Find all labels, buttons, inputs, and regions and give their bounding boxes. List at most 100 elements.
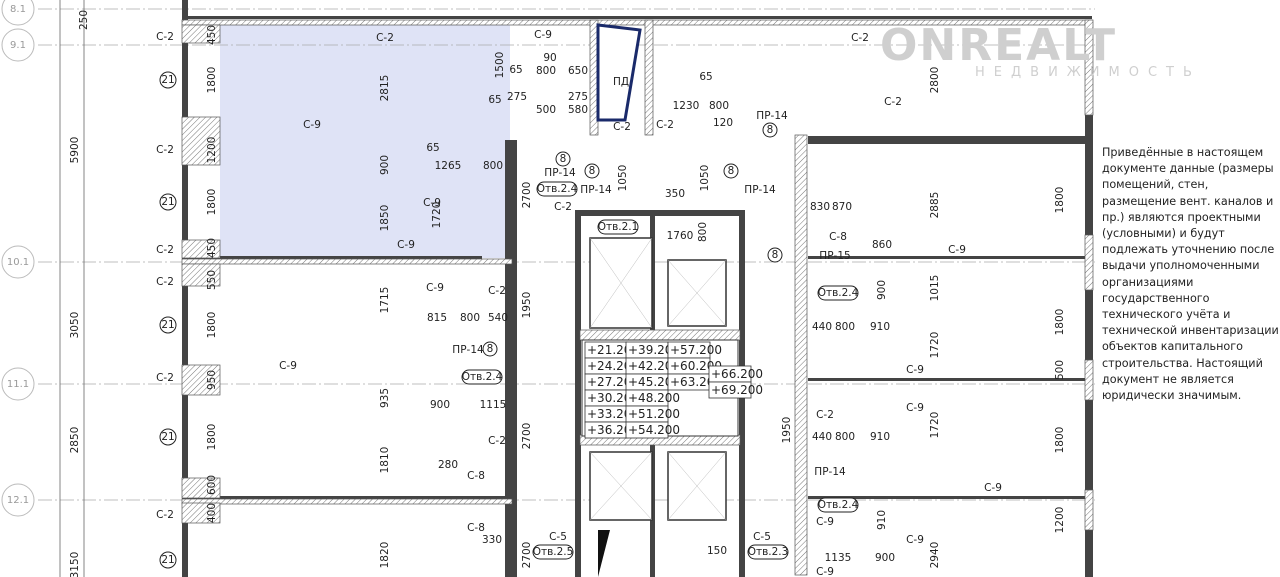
axis-marker: [1, 367, 35, 401]
hatched-wall: [181, 24, 221, 44]
dimension-horizontal: 860: [872, 239, 892, 251]
room-number-circle: [159, 193, 177, 211]
dimension-vertical: 1800: [1054, 427, 1066, 454]
wall-tag: С-2: [816, 409, 834, 421]
dimension-horizontal: 800: [536, 65, 556, 77]
wall: [182, 256, 482, 259]
dimension-horizontal: 150: [707, 545, 727, 557]
dimension-horizontal: 830: [810, 201, 830, 213]
wall: [505, 140, 517, 577]
dimension-horizontal: 440: [812, 431, 832, 443]
shaft-tag: Отв.2.3: [748, 546, 789, 558]
vent-shaft: [596, 23, 642, 122]
hatched-wall: [1084, 234, 1094, 291]
wall-tag: С-9: [906, 364, 924, 376]
room-number: 21: [161, 196, 174, 208]
dimension-horizontal: 900: [875, 552, 895, 564]
wall-tag: С-9: [906, 402, 924, 414]
section-mark: [555, 151, 571, 167]
wall: [808, 378, 1088, 381]
dimension-vertical: 2815: [379, 75, 391, 102]
wall-tag: С-9: [534, 29, 552, 41]
wall: [808, 496, 1088, 499]
dimension-vertical: 900: [379, 155, 391, 175]
dimension-vertical: 2885: [929, 192, 941, 219]
wall-tag: С-2: [156, 509, 174, 521]
highlighted-room[interactable]: [220, 25, 510, 258]
dimension-horizontal: 350: [665, 188, 685, 200]
axis-marker: [1, 28, 35, 62]
floor-cell: [625, 421, 669, 439]
hatched-wall: [794, 134, 808, 576]
section-label: ПР-15: [819, 250, 850, 262]
dimension-horizontal: 1230: [673, 100, 700, 112]
floor-elevation: +54.200: [628, 423, 680, 437]
wall-tag: С-9: [423, 197, 441, 209]
axis-label: 10.1: [7, 257, 29, 268]
room-number-circle: [159, 316, 177, 334]
dimension-horizontal: 1115: [480, 399, 507, 411]
wall-tag: С-2: [156, 144, 174, 156]
dimension-horizontal: 815: [427, 312, 447, 324]
dimension-horizontal: 90: [543, 52, 556, 64]
room-number-circle: [159, 551, 177, 569]
wall-tag: С-2: [554, 201, 572, 213]
dimension-vertical: 1800: [206, 312, 218, 339]
wall-tag: С-2: [884, 96, 902, 108]
dimension-horizontal: 900: [430, 399, 450, 411]
dimension-horizontal: 500: [536, 104, 556, 116]
shaft-tag: Отв.2.4: [818, 499, 859, 511]
hatched-wall: [181, 239, 221, 259]
section-label: ПР-14: [744, 184, 776, 196]
wall-tag: С-2: [156, 276, 174, 288]
room-label: ПД: [613, 76, 629, 88]
wall-tag: С-9: [948, 244, 966, 256]
section-label: ПР-14: [580, 184, 612, 196]
shaft-tag: Отв.2.4: [537, 183, 578, 195]
dimension-vertical: 950: [206, 370, 218, 390]
shaft-tag: Отв.2.4: [462, 371, 503, 383]
wall-tag: С-2: [613, 121, 631, 133]
wall-tag: С-9: [279, 360, 297, 372]
wall-tag: С-2: [376, 32, 394, 44]
dimension-vertical: 1820: [379, 542, 391, 569]
wall: [182, 0, 188, 577]
hatched-wall: [181, 502, 221, 524]
dimension-vertical: 2700: [521, 423, 533, 450]
dimension-vertical: 550: [206, 270, 218, 290]
dimension-vertical: 1050: [699, 165, 711, 192]
dimension-horizontal: 330: [482, 534, 502, 546]
dimension-horizontal: 580: [568, 104, 588, 116]
elevator-floor-table: +21.200+24.200+27.200+30.200+33.200+36.2…: [581, 339, 763, 439]
dimension-horizontal: 120: [713, 117, 733, 129]
disclaimer-text: Приведённые в настоящем документе данные…: [1102, 146, 1279, 403]
dimension-horizontal: 1265: [435, 160, 462, 172]
shaft-tag: Отв.2.1: [598, 221, 639, 233]
dimension-horizontal: 275: [568, 91, 588, 103]
wall: [808, 256, 1088, 259]
wall-tag: С-2: [851, 32, 869, 44]
room-number: 21: [161, 431, 174, 443]
shaft-tag-frame: [747, 544, 789, 560]
dimension-vertical: 1810: [379, 447, 391, 474]
axis-dimension: 3150: [69, 552, 81, 577]
wall-tag: С-8: [467, 522, 485, 534]
axis-dimension: 5900: [69, 137, 81, 164]
dimension-vertical: 500: [1054, 360, 1066, 380]
section-mark-number: 8: [560, 153, 567, 165]
dimension-vertical: 400: [206, 503, 218, 523]
dimension-vertical: 2940: [929, 542, 941, 569]
dimension-horizontal: 1760: [667, 230, 694, 242]
dimension-vertical: 1950: [781, 417, 793, 444]
wall-tag: С-5: [753, 531, 771, 543]
floor-elevation: +66.200: [711, 367, 763, 381]
section-mark: [482, 341, 498, 357]
axis-dimension: 2850: [69, 427, 81, 454]
dimension-vertical: 1720: [929, 412, 941, 439]
section-mark-number: 8: [487, 343, 494, 355]
axis-label: 9.1: [10, 40, 26, 51]
dimension-horizontal: 540: [488, 312, 508, 324]
hatched-wall: [181, 364, 221, 396]
vent-shaft: [598, 530, 610, 577]
hatched-wall: [1084, 489, 1094, 531]
